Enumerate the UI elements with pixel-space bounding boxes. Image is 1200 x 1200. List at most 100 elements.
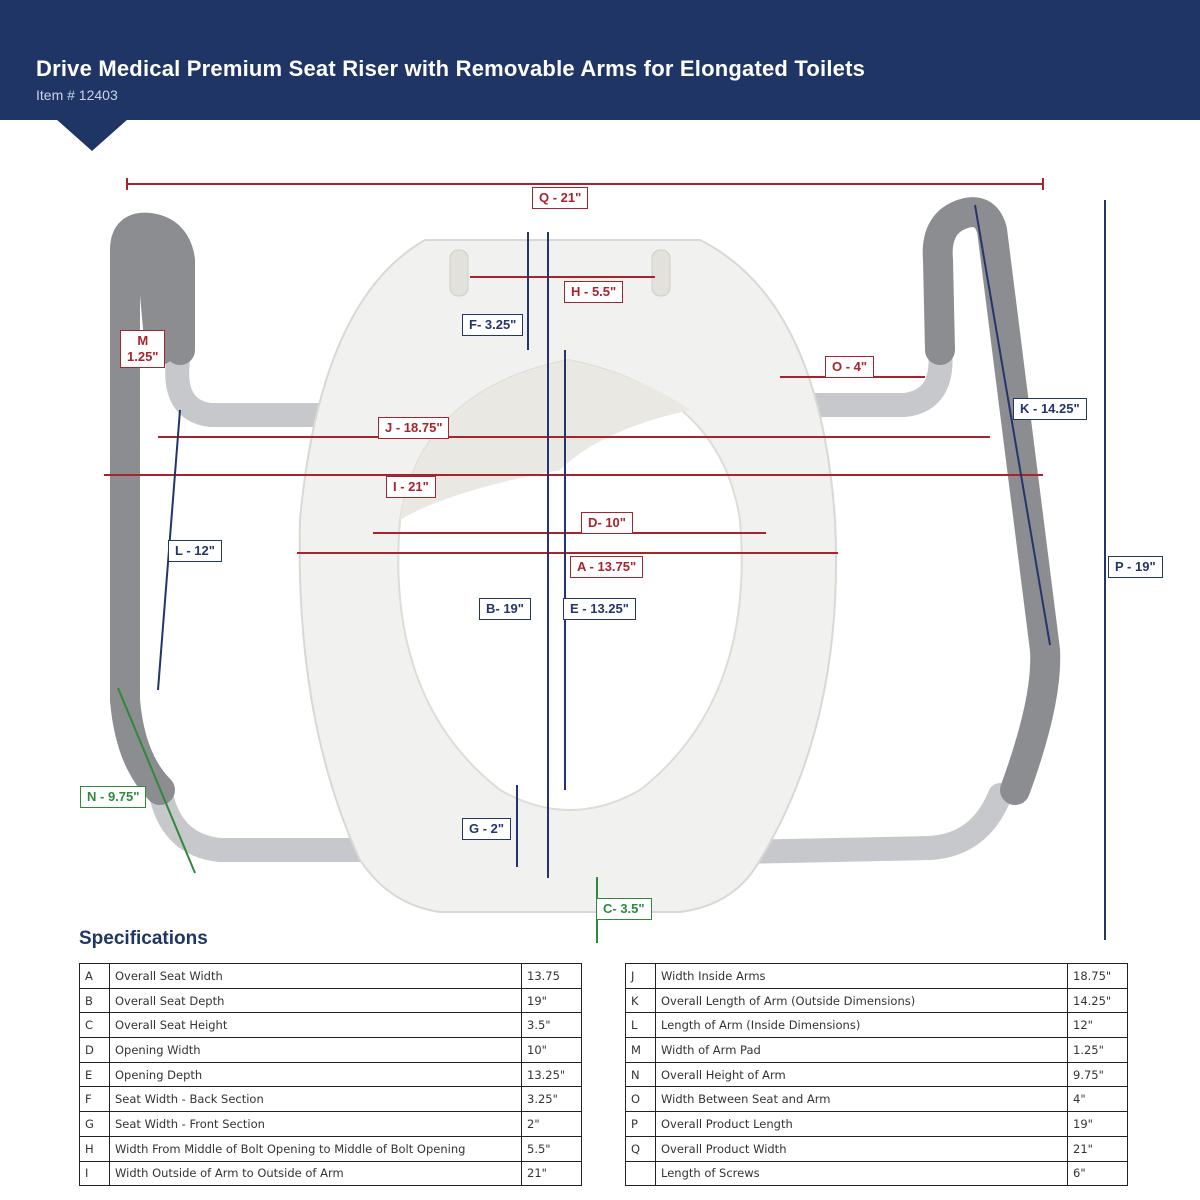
dim-label-o: O - 4" <box>825 356 875 378</box>
spec-value: 21" <box>1067 1135 1128 1162</box>
spec-name: Seat Width - Back Section <box>109 1086 522 1113</box>
right-arm <box>728 197 1061 864</box>
spec-code: F <box>79 1086 110 1113</box>
spec-code: D <box>79 1037 110 1063</box>
dim-label-f: F- 3.25" <box>462 314 524 336</box>
spec-value: 3.25" <box>521 1086 582 1113</box>
spec-code: P <box>625 1111 656 1137</box>
spec-code: B <box>79 987 110 1014</box>
specifications-heading: Specifications <box>79 928 208 949</box>
spec-name: Overall Product Width <box>655 1135 1068 1162</box>
spec-name: Opening Width <box>109 1037 522 1063</box>
spec-value: 14.25" <box>1067 987 1128 1014</box>
spec-name: Width of Arm Pad <box>655 1037 1068 1063</box>
spec-code: A <box>79 963 110 989</box>
spec-code: N <box>625 1061 656 1088</box>
page-title: Drive Medical Premium Seat Riser with Re… <box>36 56 866 81</box>
spec-value: 13.75 <box>521 963 582 989</box>
spec-code: L <box>625 1012 656 1039</box>
spec-name: Opening Depth <box>109 1061 522 1088</box>
dim-label-q: Q - 21" <box>532 187 589 209</box>
spec-name: Overall Seat Height <box>109 1012 522 1039</box>
header-notch <box>56 119 128 151</box>
dim-label-k: K - 14.25" <box>1013 398 1087 420</box>
product-diagram <box>104 178 1106 943</box>
header-banner: Drive Medical Premium Seat Riser with Re… <box>0 0 1200 120</box>
item-number: Item # 12403 <box>36 87 118 103</box>
dim-label-h: H - 5.5" <box>564 281 624 303</box>
dim-label-m: M 1.25" <box>120 330 166 368</box>
spec-name: Width Between Seat and Arm <box>655 1086 1068 1113</box>
dim-label-j: J - 18.75" <box>378 417 450 439</box>
dim-label-e: E - 13.25" <box>563 598 636 620</box>
spec-value: 13.25" <box>521 1061 582 1088</box>
spec-value: 9.75" <box>1067 1061 1128 1088</box>
spec-value: 2" <box>521 1111 582 1137</box>
spec-name: Overall Height of Arm <box>655 1061 1068 1088</box>
spec-code: O <box>625 1086 656 1113</box>
spec-name: Overall Product Length <box>655 1111 1068 1137</box>
dim-label-l: L - 12" <box>168 540 222 562</box>
seat-riser <box>298 239 838 913</box>
spec-code: E <box>79 1061 110 1088</box>
spec-name: Overall Seat Width <box>109 963 522 989</box>
spec-value: 21" <box>521 1160 582 1187</box>
spec-value: 4" <box>1067 1086 1128 1113</box>
dim-label-b: B- 19" <box>479 598 531 620</box>
dim-label-n: N - 9.75" <box>80 786 147 808</box>
spec-code: I <box>79 1160 110 1187</box>
dim-label-c: C- 3.5" <box>596 898 652 920</box>
spec-name: Overall Seat Depth <box>109 987 522 1014</box>
spec-name: Width Inside Arms <box>655 963 1068 989</box>
spec-code: K <box>625 987 656 1014</box>
spec-name: Seat Width - Front Section <box>109 1111 522 1137</box>
dim-label-a: A - 13.75" <box>570 556 644 578</box>
dim-label-d: D- 10" <box>581 512 633 534</box>
dim-label-g: G - 2" <box>462 818 512 840</box>
spec-value: 19" <box>521 987 582 1014</box>
spec-code: G <box>79 1111 110 1137</box>
spec-value: 10" <box>521 1037 582 1063</box>
dim-label-i: I - 21" <box>386 476 436 498</box>
dim-label-p: P - 19" <box>1108 556 1163 578</box>
spec-value: 18.75" <box>1067 963 1128 989</box>
spec-value: 6" <box>1067 1160 1128 1187</box>
spec-name: Width Outside of Arm to Outside of Arm <box>109 1160 522 1187</box>
dimension-lines <box>104 178 1106 943</box>
spec-name: Overall Length of Arm (Outside Dimension… <box>655 987 1068 1014</box>
spec-value: 12" <box>1067 1012 1128 1039</box>
spec-code: Q <box>625 1135 656 1162</box>
spec-name: Width From Middle of Bolt Opening to Mid… <box>109 1135 522 1162</box>
spec-code <box>625 1160 656 1187</box>
spec-value: 3.5" <box>521 1012 582 1039</box>
spec-code: J <box>625 963 656 989</box>
spec-code: C <box>79 1012 110 1039</box>
spec-value: 1.25" <box>1067 1037 1128 1063</box>
spec-code: H <box>79 1135 110 1162</box>
spec-value: 19" <box>1067 1111 1128 1137</box>
spec-code: M <box>625 1037 656 1063</box>
spec-value: 5.5" <box>521 1135 582 1162</box>
spec-name: Length of Arm (Inside Dimensions) <box>655 1012 1068 1039</box>
spec-name: Length of Screws <box>655 1160 1068 1187</box>
